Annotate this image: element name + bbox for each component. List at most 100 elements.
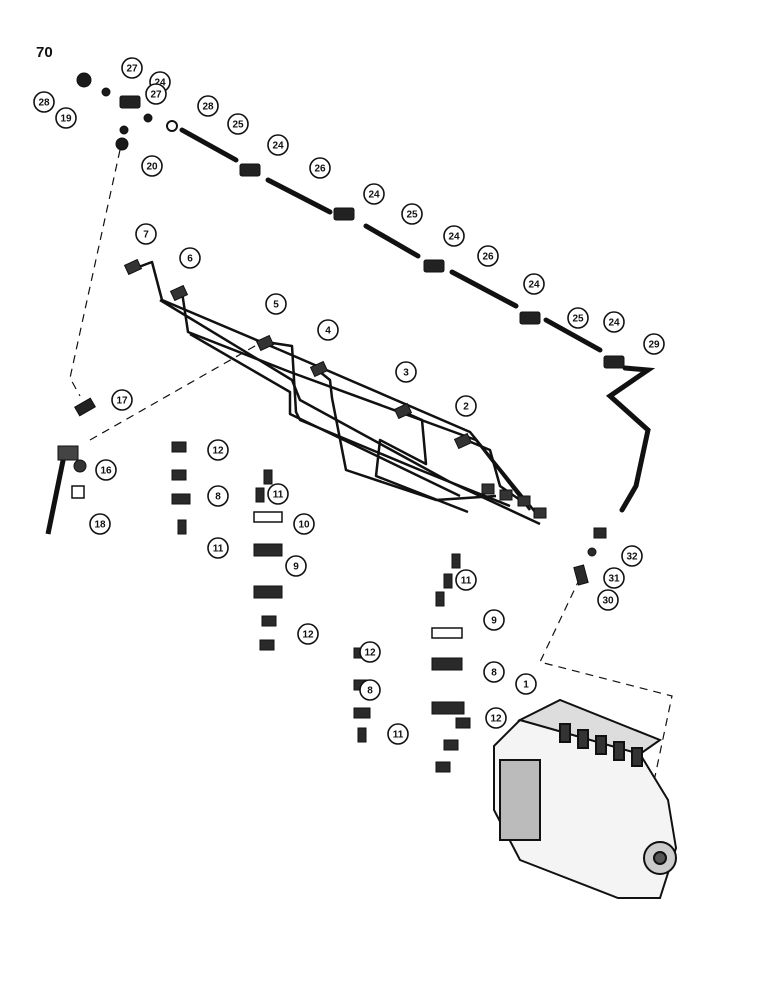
- callout-label: 12: [212, 446, 224, 457]
- callout-circle: [477, 245, 499, 267]
- callout-12: 12: [359, 641, 381, 663]
- pump-outlet-2: [577, 729, 589, 749]
- callout-circle: [293, 513, 315, 535]
- small-parts-top-left: [76, 72, 178, 151]
- callout-27: 27: [145, 83, 167, 105]
- pipe-5: [265, 340, 511, 508]
- injector-nut-16: [73, 459, 87, 473]
- callout-label: 6: [187, 254, 193, 265]
- callout-circle: [267, 483, 289, 505]
- injector-sleeve-18: [71, 485, 85, 499]
- injector-body: [45, 445, 69, 535]
- nut-20: [115, 137, 129, 151]
- clamp-8-c: [253, 585, 283, 599]
- callout-12: 12: [485, 707, 507, 729]
- callout-circle: [621, 545, 643, 567]
- callout-28: 28: [33, 91, 55, 113]
- callout-label: 12: [302, 630, 314, 641]
- callout-label: 12: [490, 714, 502, 725]
- callout-label: 29: [648, 340, 660, 351]
- pipe-end-nuts: [123, 258, 547, 519]
- callout-8: 8: [207, 485, 229, 507]
- pipe-3: [374, 410, 469, 514]
- callout-label: 27: [150, 90, 162, 101]
- washer-27-a: [101, 87, 111, 97]
- callout-label: 25: [572, 314, 584, 325]
- callout-label: 25: [406, 210, 418, 221]
- callout-circle: [515, 673, 537, 695]
- clamps-and-bolts: [171, 441, 471, 773]
- callout-label: 12: [364, 648, 376, 659]
- callout-circle: [55, 107, 77, 129]
- callout-5: 5: [265, 293, 287, 315]
- page-number: 70: [36, 44, 53, 61]
- nut-28-b: [166, 120, 178, 132]
- callout-label: 1: [523, 680, 529, 691]
- callout-circle: [121, 57, 143, 79]
- callout-28: 28: [197, 95, 219, 117]
- callout-circle: [309, 157, 331, 179]
- callout-circle: [197, 95, 219, 117]
- callout-11: 11: [455, 569, 477, 591]
- callout-label: 16: [100, 466, 112, 477]
- callout-18: 18: [89, 513, 111, 535]
- pipe-lower-nut-4: [533, 507, 547, 519]
- pipe-lower-nut-1: [481, 483, 495, 495]
- callout-29: 29: [643, 333, 665, 355]
- callout-24: 24: [363, 183, 385, 205]
- callout-label: 10: [298, 520, 310, 531]
- callout-label: 8: [491, 668, 497, 679]
- return-pipe-29: [605, 365, 656, 513]
- clamp-9-a: [253, 543, 283, 557]
- callout-label: 28: [202, 102, 214, 113]
- pipe-bundle-extra-1: [159, 298, 541, 526]
- callout-label: 24: [608, 318, 620, 329]
- callout-circle: [207, 439, 229, 461]
- pump-outlet-3: [595, 735, 607, 755]
- callout-12: 12: [297, 623, 319, 645]
- clamp-12-a: [171, 441, 187, 453]
- clamp-8-d: [431, 657, 463, 671]
- injection-pump: [493, 698, 678, 899]
- callout-circle: [285, 555, 307, 577]
- callout-circle: [95, 459, 117, 481]
- callout-circle: [567, 307, 589, 329]
- callout-label: 8: [367, 686, 373, 697]
- cap-28: [76, 72, 92, 88]
- callout-25: 25: [401, 203, 423, 225]
- callout-label: 11: [213, 544, 224, 555]
- callout-8: 8: [359, 679, 381, 701]
- tee-fitting-5: [519, 311, 541, 325]
- callout-label: 20: [146, 162, 158, 173]
- callout-1: 1: [515, 673, 537, 695]
- callout-3: 3: [395, 361, 417, 383]
- callout-circle: [455, 569, 477, 591]
- callout-label: 19: [60, 114, 72, 125]
- callout-label: 11: [461, 576, 472, 587]
- pipe-6: [180, 291, 531, 511]
- pipe-3-nut: [393, 402, 413, 420]
- callout-circle: [483, 661, 505, 683]
- callout-label: 2: [463, 402, 469, 413]
- callout-31: 31: [603, 567, 625, 589]
- callout-label: 32: [626, 552, 638, 563]
- callout-32: 32: [621, 545, 643, 567]
- washer-19: [119, 125, 129, 135]
- callout-circle: [145, 83, 167, 105]
- pump-outlet-1: [559, 723, 571, 743]
- callout-label: 17: [116, 396, 128, 407]
- callout-11: 11: [207, 537, 229, 559]
- callout-circle: [89, 513, 111, 535]
- pipe-4: [319, 371, 497, 502]
- bolt-11-a: [177, 519, 187, 535]
- pump-inlet-fittings: [573, 527, 607, 586]
- clamp-8-g: [353, 707, 371, 719]
- callout-circle: [603, 567, 625, 589]
- callout-circle: [317, 319, 339, 341]
- callout-24: 24: [267, 134, 289, 156]
- pipe-6-nut: [169, 284, 189, 302]
- callout-circle: [483, 609, 505, 631]
- callout-label: 24: [368, 190, 380, 201]
- clamp-8-a: [171, 469, 187, 481]
- callout-circle: [363, 183, 385, 205]
